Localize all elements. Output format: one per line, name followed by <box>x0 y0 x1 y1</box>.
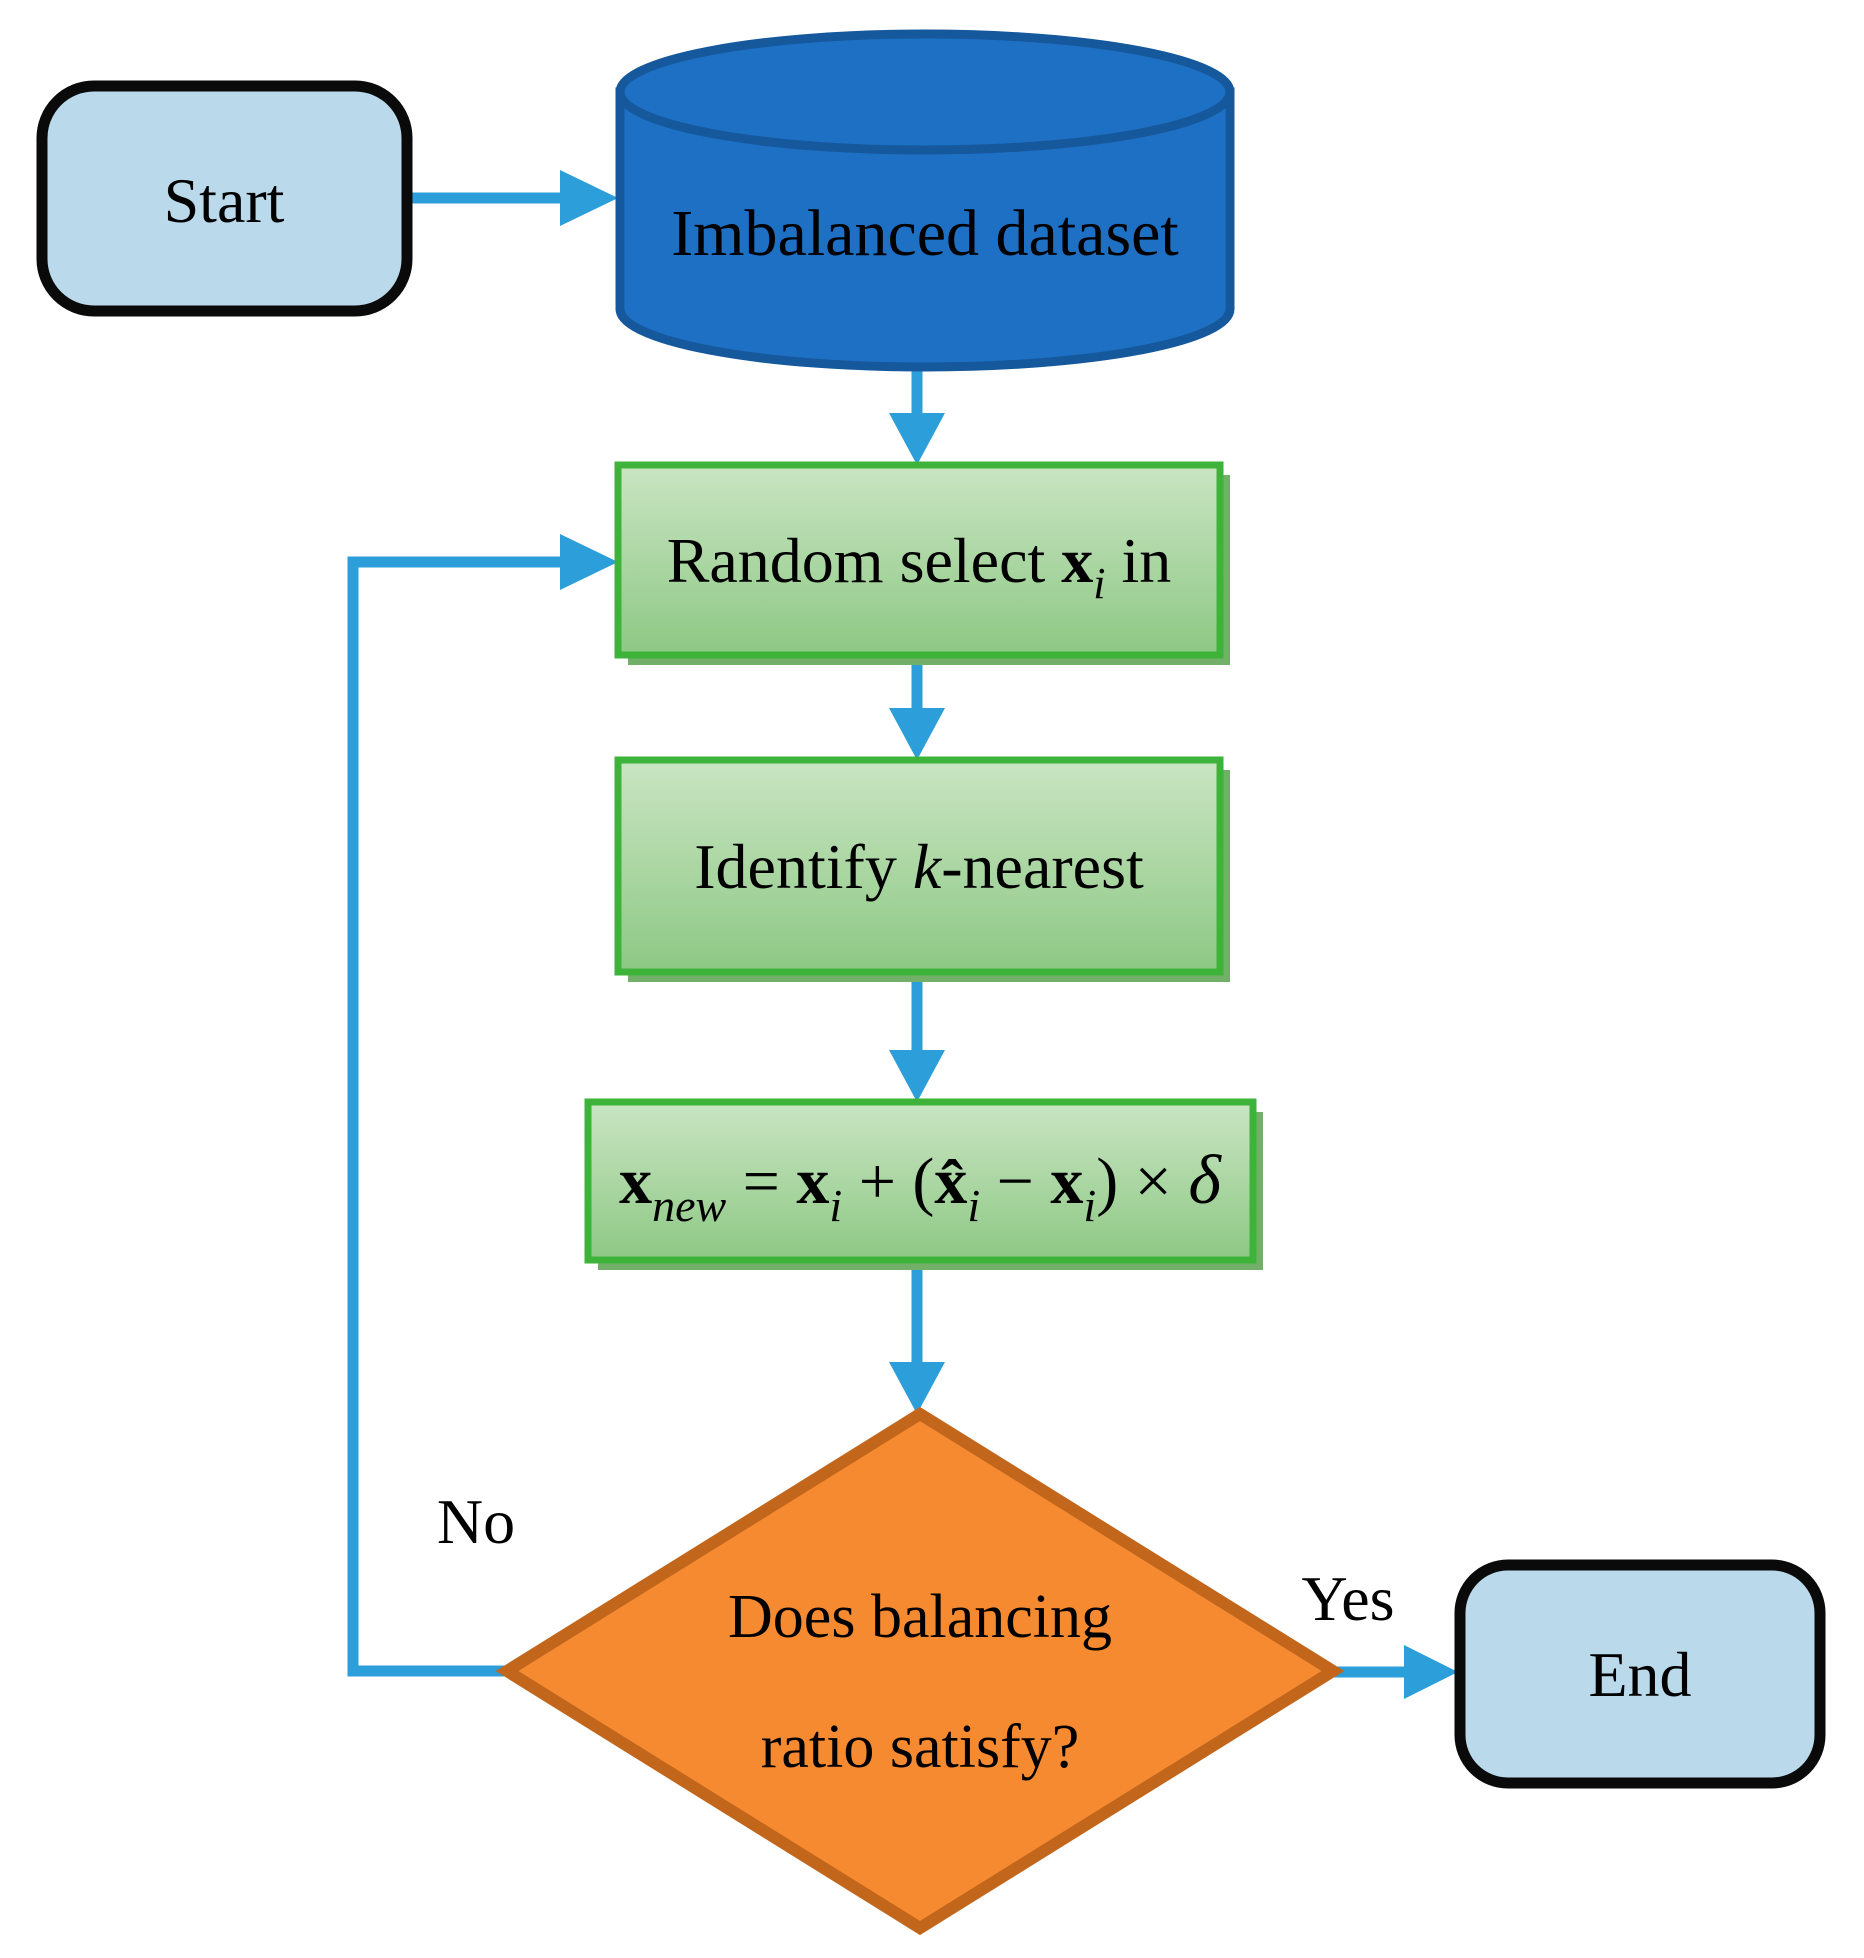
start-node: Start <box>36 80 413 317</box>
random-select-node: Random select xi in <box>614 461 1230 665</box>
decision-shape <box>495 1406 1345 1936</box>
start-shape <box>36 80 413 317</box>
arrowhead-no-loop <box>560 534 618 590</box>
arrowhead-dataset-to-random-select <box>889 413 945 465</box>
edges <box>347 170 1458 1699</box>
random-select-shape <box>614 461 1224 659</box>
dataset-label: Imbalanced dataset <box>671 197 1179 270</box>
start-label: Start <box>164 165 285 236</box>
arrowhead-synthesis-to-decision <box>889 1362 945 1414</box>
decision-label-line1: Does balancing <box>728 1583 1112 1651</box>
identify-label: Identify k-nearest <box>694 831 1144 902</box>
synthesis-formula: xnew = xi + (x̂i − xi) × δ <box>619 1142 1222 1231</box>
identify-node: Identify k-nearest <box>614 756 1230 982</box>
decision-node: Does balancing ratio satisfy? <box>495 1406 1345 1936</box>
edge-no-loop <box>347 556 562 1677</box>
database-body <box>615 87 1235 372</box>
end-label: End <box>1588 1639 1691 1710</box>
synthesis-node: xnew = xi + (x̂i − xi) × δ <box>584 1098 1263 1270</box>
no-label: No <box>437 1486 515 1557</box>
end-shape <box>1454 1559 1826 1789</box>
arrowhead-yes-to-end <box>1404 1645 1458 1699</box>
database-top <box>615 29 1235 155</box>
identify-shape <box>614 756 1224 976</box>
yes-label: Yes <box>1301 1563 1394 1634</box>
synthesis-shape <box>584 1098 1257 1264</box>
arrowhead-start-to-dataset <box>560 170 618 226</box>
dataset-node: Imbalanced dataset <box>615 29 1235 372</box>
arrowhead-identify-to-synthesis <box>889 1050 945 1102</box>
arrowhead-random-select-to-identify <box>889 708 945 760</box>
random-select-label: Random select xi in <box>667 525 1172 608</box>
end-node: End <box>1454 1559 1826 1789</box>
decision-label-line2: ratio satisfy? <box>761 1713 1080 1781</box>
